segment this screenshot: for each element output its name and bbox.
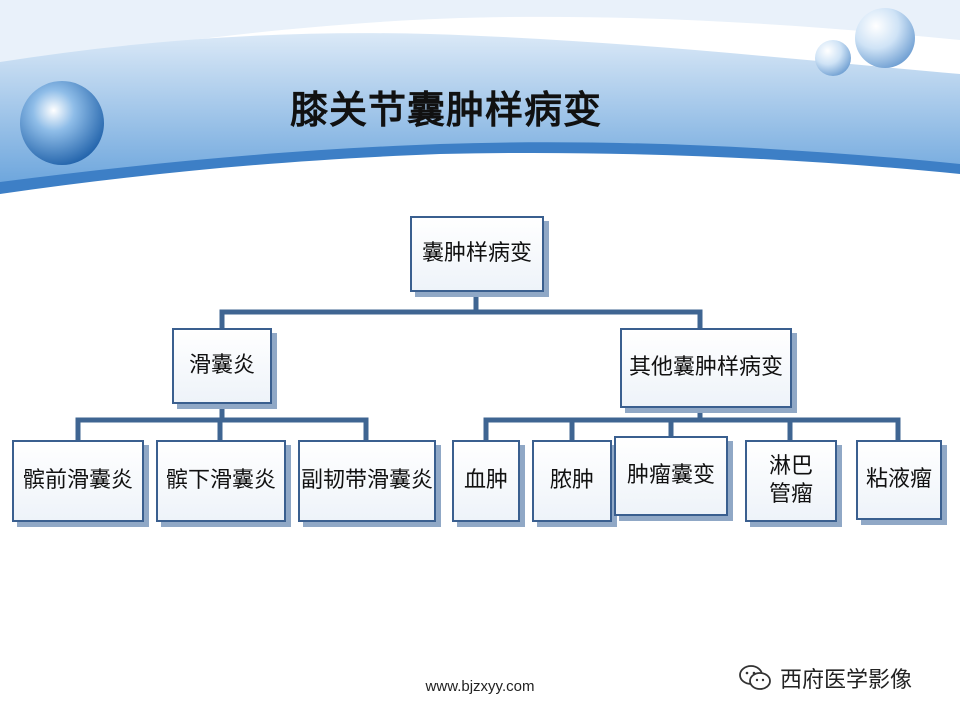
orb-decoration-tiny	[815, 40, 851, 76]
node-lymphangioma: 淋巴管瘤	[745, 440, 837, 522]
node-infrapatellar-bursitis-label: 髌下滑囊炎	[165, 468, 276, 493]
node-bursitis: 滑囊炎	[172, 328, 272, 404]
node-prepatellar-bursitis: 髌前滑囊炎	[12, 440, 144, 522]
node-lymphangioma-label: 淋巴管瘤	[768, 454, 813, 507]
node-collateral-bursitis: 副韧带滑囊炎	[298, 440, 436, 522]
node-bursitis-label: 滑囊炎	[188, 353, 255, 378]
node-hematoma: 血肿	[452, 440, 520, 522]
node-myxoma: 粘液瘤	[856, 440, 942, 520]
node-infrapatellar-bursitis: 髌下滑囊炎	[156, 440, 286, 522]
node-tumor-cystic-change-label: 肿瘤囊变	[626, 463, 715, 488]
node-other-cystic: 其他囊肿样病变	[620, 328, 792, 408]
watermark-text: 西府医学影像	[780, 668, 913, 693]
node-root: 囊肿样病变	[410, 216, 544, 292]
header-banner	[0, 0, 960, 200]
wechat-watermark: 西府医学影像	[738, 662, 912, 694]
node-tumor-cystic-change: 肿瘤囊变	[614, 436, 728, 516]
node-root-label: 囊肿样病变	[421, 241, 532, 266]
node-abscess-label: 脓肿	[549, 468, 594, 493]
orb-decoration-large	[20, 81, 104, 165]
slide-title: 膝关节囊肿样病变	[290, 88, 603, 132]
node-other-cystic-label: 其他囊肿样病变	[628, 355, 783, 380]
node-hematoma-label: 血肿	[463, 468, 508, 493]
orb-decoration-small	[855, 8, 915, 68]
wechat-icon	[739, 665, 771, 690]
footer-url: www.bjzxyy.com	[425, 678, 535, 695]
node-myxoma-label: 粘液瘤	[865, 467, 932, 492]
node-abscess: 脓肿	[532, 440, 612, 522]
node-prepatellar-bursitis-label: 髌前滑囊炎	[22, 468, 133, 493]
node-collateral-bursitis-label: 副韧带滑囊炎	[300, 468, 433, 493]
